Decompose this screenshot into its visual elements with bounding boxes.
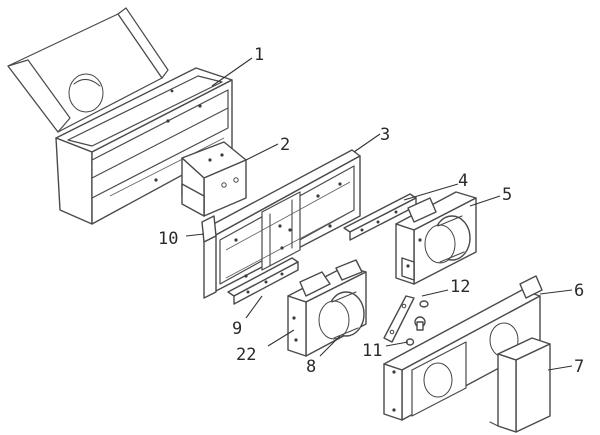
part-3-frame-plate [205, 149, 361, 293]
callout-3: 3 [380, 125, 390, 145]
leader-1 [211, 57, 253, 87]
callout-22: 22 [236, 345, 256, 365]
leader-12 [421, 289, 449, 297]
part-9-lower-rail [227, 257, 299, 305]
leader-2 [245, 143, 279, 161]
callout-7: 7 [574, 357, 584, 377]
callout-11: 11 [362, 341, 382, 361]
leader-8 [319, 335, 341, 357]
leader-4 [403, 183, 459, 201]
callout-8: 8 [306, 357, 316, 377]
callout-5: 5 [502, 185, 512, 205]
leader-10 [185, 233, 205, 237]
part-7-angle-bracket [489, 337, 551, 433]
part-12-link-plate [383, 295, 415, 343]
callout-4: 4 [458, 171, 468, 191]
callout-2: 2 [280, 135, 290, 155]
callout-10: 10 [158, 229, 178, 249]
leader-9 [245, 295, 263, 319]
callout-12: 12 [450, 277, 470, 297]
callout-labels: 1 2 3 4 5 6 7 8 9 10 11 12 22 [158, 45, 584, 377]
part-5-gate-plate [395, 191, 477, 285]
part-6-end-cover [383, 275, 543, 421]
part-2-bracket [181, 141, 247, 217]
leader-7 [547, 365, 573, 371]
callout-6: 6 [574, 281, 584, 301]
leader-3 [353, 133, 381, 153]
part-1-housing [7, 7, 233, 225]
part-22-lower-gate-plate [287, 259, 367, 357]
leader-lines [185, 57, 573, 371]
leader-22 [267, 329, 295, 347]
part-10-spacer [201, 215, 217, 299]
callout-9: 9 [232, 319, 242, 339]
leader-5 [469, 195, 501, 207]
leader-11 [385, 341, 409, 347]
leader-6 [539, 289, 573, 295]
callout-1: 1 [254, 45, 264, 65]
